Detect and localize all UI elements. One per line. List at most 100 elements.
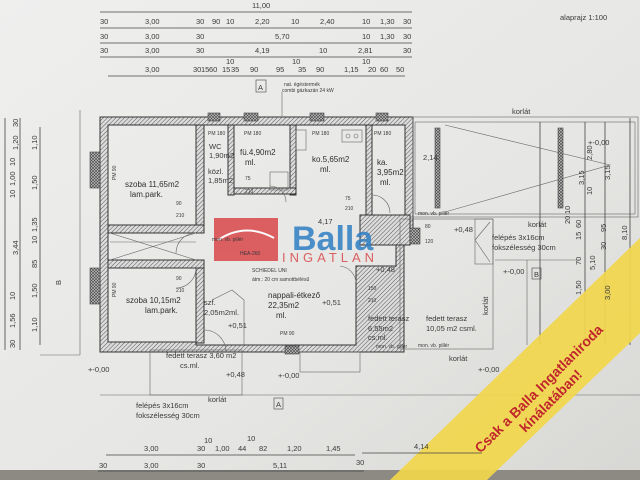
plan-label: 44 [238, 444, 246, 453]
plan-label: ml. [380, 178, 391, 187]
plan-label: mon. vb. pillér [418, 343, 449, 349]
plan-label: 1,90m2 [209, 151, 234, 160]
plan-label: 15 [574, 232, 583, 240]
plan-label: 10 [8, 292, 17, 300]
plan-label: 50 [396, 65, 404, 74]
plan-label: felépés 3x16cm [492, 233, 545, 242]
plan-label: 30 [403, 17, 411, 26]
scale-title: alaprajz 1:100 [560, 13, 607, 22]
bottom-dimensions: 3,00 30 10 1,00 44 10 82 1,20 1,45 4,14 … [98, 434, 482, 472]
plan-label: 80 [425, 224, 431, 230]
plan-label: 3,44 [11, 240, 20, 255]
plan-label: 10 [291, 17, 299, 26]
plan-label: 30 [196, 46, 204, 55]
plan-label: 210 [368, 298, 377, 304]
plan-label: 20 [563, 216, 572, 224]
plan-label: 1,30 [380, 17, 395, 26]
room-kamra: ka. [377, 158, 388, 167]
plan-label: 10 [226, 57, 234, 66]
plan-label: PM 90 [112, 165, 118, 180]
plan-label: 1,50 [30, 283, 39, 298]
plan-label: 1,50 [30, 175, 39, 190]
room-szoba1: szoba 11,65m2 [125, 180, 180, 189]
plan-label: 30 [403, 46, 411, 55]
plan-label: 120 [425, 239, 434, 245]
plan-label: 2,40 [320, 17, 335, 26]
plan-label: felépés 3x16cm [136, 401, 189, 410]
plan-label: 210 [176, 288, 185, 294]
plan-label: +-0,00 [88, 365, 109, 374]
plan-label: 30 [99, 461, 107, 470]
plan-label: PM 90 [112, 282, 118, 297]
plan-label: fokszélesség 30cm [492, 243, 556, 252]
plan-label: 210 [176, 213, 185, 219]
plan-label: 82 [259, 444, 267, 453]
plan-label: lam.park. [130, 190, 163, 199]
plan-label: +-0,00 [588, 138, 609, 147]
plan-label: 30 [100, 17, 108, 26]
plan-label: korlát [528, 220, 547, 229]
plan-label: 10 [319, 46, 327, 55]
plan-label: 35 [231, 65, 239, 74]
plan-label: korlát [512, 107, 531, 116]
plan-label: 1,20 [11, 135, 20, 150]
room-wc: WC [209, 142, 222, 151]
plan-label: 10,05 m2 csml. [426, 324, 477, 333]
plan-label: fokszélesség 30cm [136, 411, 200, 420]
plan-label: 10 [362, 17, 370, 26]
plan-label: ml. [245, 158, 256, 167]
plan-label: mon. vb. pillér [376, 344, 407, 350]
plan-label: 22,35m2 [268, 301, 300, 310]
plan-label: 90 [316, 65, 324, 74]
plan-label: 85 [30, 260, 39, 268]
plan-label: cs.ml. [180, 361, 200, 370]
plan-label: 4,14 [414, 442, 429, 451]
plan-label: 75 [345, 196, 351, 202]
plan-label: 10 [8, 158, 17, 166]
plan-label: cs.ml. [368, 333, 388, 342]
room-szf: szf. [204, 298, 216, 307]
plan-label: 10 [563, 206, 572, 214]
plan-label: 1,20 [287, 444, 302, 453]
plan-label: 10 [585, 187, 594, 195]
plan-label: 5,11 [273, 461, 287, 470]
room-terasz1: fedett terasz [368, 314, 410, 323]
plan-label: 75 [245, 176, 251, 182]
plan-label: 10 [30, 236, 39, 244]
plan-label: 3,00 [603, 285, 612, 300]
plan-label: 10 [292, 57, 300, 66]
plan-label: korlát [208, 395, 227, 404]
plan-label: 60 [574, 220, 583, 228]
plan-label: 10 [362, 57, 370, 66]
plan-label: 35 [298, 65, 306, 74]
plan-label: 1,10 [30, 317, 39, 332]
plan-label: 30 [197, 444, 205, 453]
plan-label: 60 [209, 65, 217, 74]
plan-label: 8,10 [620, 225, 629, 240]
plan-label: 2,81 [358, 46, 373, 55]
plan-label: 3,15 [603, 165, 612, 180]
plan-label: 1,35 [30, 217, 39, 232]
plan-label: INGATLAN [282, 250, 378, 265]
section-mark-b: B [54, 280, 63, 285]
plan-label: PM 180 [208, 131, 225, 137]
plan-label: PM 180 [374, 131, 391, 137]
plan-label: mon. vb. pillér [212, 237, 243, 243]
plan-label: PM 180 [244, 131, 261, 137]
plan-label: 30 [100, 46, 108, 55]
plan-label: 30 [193, 65, 201, 74]
plan-label: +-0,00 [478, 365, 499, 374]
plan-label: 3,00 [145, 65, 160, 74]
dim-label: 11,00 [252, 1, 270, 10]
plan-label: 10 [226, 17, 234, 26]
room-terasz3: fedett terasz 3,60 m2 [166, 351, 236, 360]
plan-label: lam.park. [145, 306, 178, 315]
room-furdo: fü.4,90m2 [240, 148, 276, 157]
plan-label: 30 [8, 340, 17, 348]
room-labels: szoba 11,65m2 lam.park. WC 1,90m2 közl. … [125, 142, 477, 370]
window-labels: PM 180 PM 180 PM 180 PM 180 PM 90 PM 90 … [112, 131, 434, 337]
plan-label: 3,00 [144, 461, 159, 470]
plan-label: 6,55m2 [368, 324, 393, 333]
plan-label: +-0,00 [503, 267, 524, 276]
